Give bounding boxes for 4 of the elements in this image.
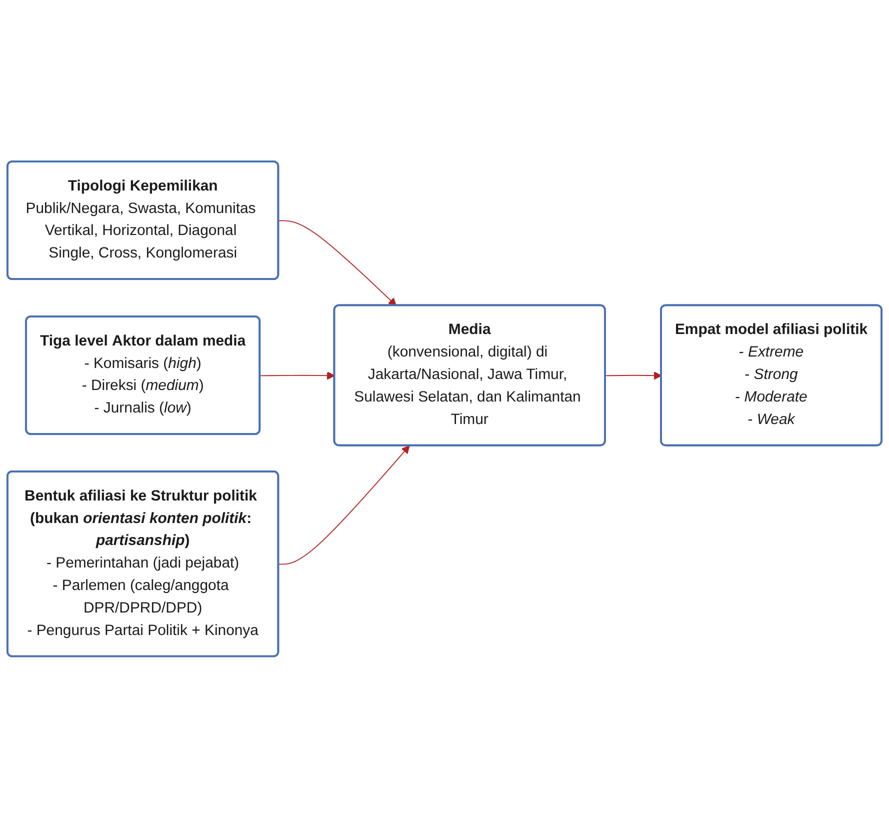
arrow bbox=[604, 371, 662, 380]
arrow bbox=[278, 220, 397, 306]
arrow bbox=[278, 445, 410, 564]
arrow bbox=[260, 371, 336, 380]
